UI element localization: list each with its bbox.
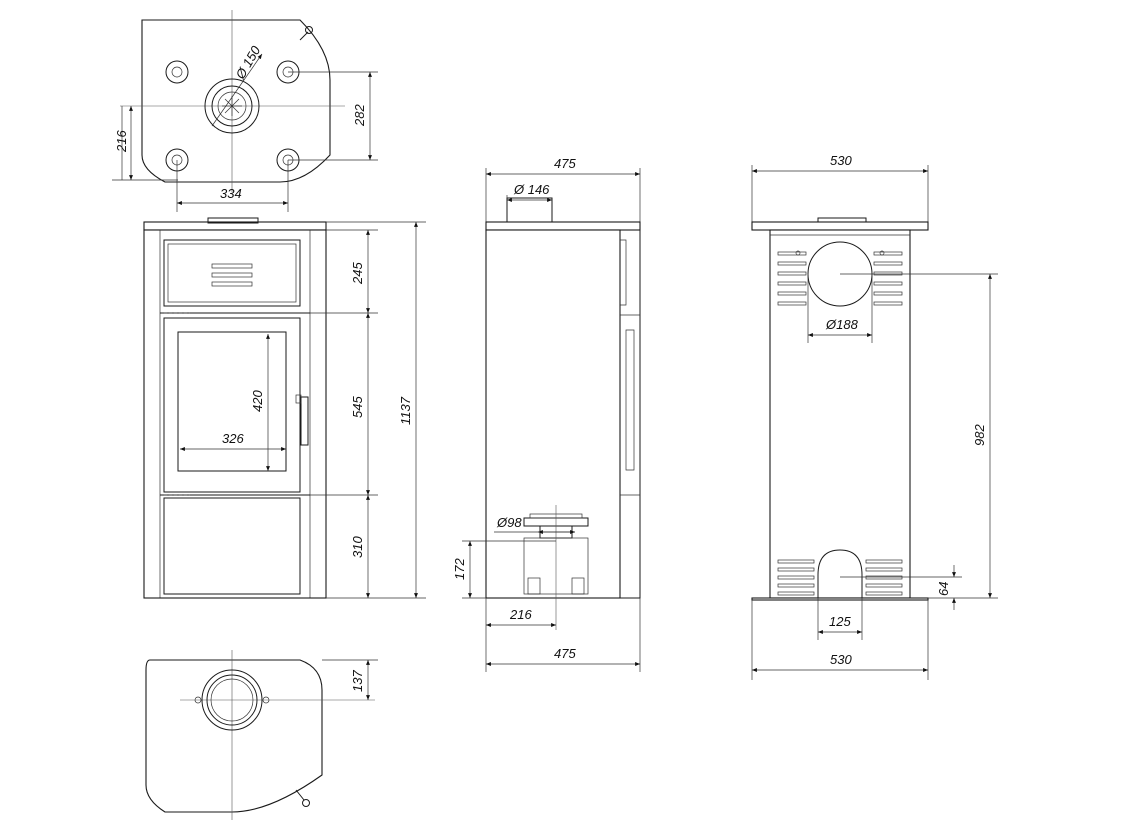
drawer-slot [211, 272, 253, 278]
dim-146-label: Ø 146 [513, 182, 550, 197]
bolt-hole [165, 60, 189, 84]
dim-245-label: 245 [350, 262, 365, 285]
dim-188-label: Ø188 [825, 317, 859, 332]
air-inlet-collar [194, 669, 270, 731]
dim-64-label: 64 [936, 582, 951, 596]
stove-side-body [485, 229, 621, 599]
dim-282-label: 282 [352, 104, 367, 127]
rear-air-inlet [817, 549, 863, 598]
upper-vent-right [873, 250, 903, 306]
dim-475-bottom-label: 475 [554, 646, 576, 661]
upper-vent-left [777, 250, 807, 306]
dim-125-label: 125 [829, 614, 851, 629]
dim-420-label: 420 [250, 390, 265, 412]
top-plate [485, 221, 641, 231]
flue-diameter-leader [211, 53, 263, 127]
drawer-profile [620, 239, 627, 306]
adjuster-knob [299, 26, 313, 41]
handle-hinge [295, 394, 302, 404]
dim-310-label: 310 [350, 536, 365, 558]
top-view: Ø 150 216 282 334 [112, 10, 378, 212]
front-profile [620, 229, 641, 599]
drawer-slot [211, 281, 253, 287]
base-panel [163, 497, 301, 595]
top-drawer [163, 239, 301, 307]
top-plate [751, 221, 929, 231]
front-view: 420 326 245 545 310 1137 [143, 217, 426, 599]
side-view: 475 Ø 146 Ø98 172 [452, 156, 641, 672]
dim-1137-label: 1137 [398, 396, 413, 425]
stove-body [143, 229, 327, 599]
top-drawer-inner [167, 243, 297, 303]
adjuster-knob [295, 789, 310, 807]
flue-collar [204, 78, 260, 134]
lower-vent-left [777, 559, 815, 596]
dim-982-label: 982 [972, 424, 987, 446]
fire-door [163, 317, 301, 493]
rear-panel [769, 229, 911, 599]
dim-137-label: 137 [350, 670, 365, 692]
dim-475-top-label: 475 [554, 156, 576, 171]
dim-216-label: 216 [114, 130, 129, 153]
dim-326-label: 326 [222, 431, 244, 446]
dim-530-top-label: 530 [830, 153, 852, 168]
bottom-plate-outline [145, 659, 323, 813]
air-inlet [523, 505, 589, 630]
lower-vent-right [865, 559, 903, 596]
base-plate [751, 597, 929, 601]
top-plate-outline [141, 19, 331, 183]
dim-172-label: 172 [452, 558, 467, 580]
door-profile [625, 329, 635, 471]
dim-98-label: Ø98 [496, 515, 522, 530]
dim-216-side-label: 216 [509, 607, 532, 622]
door-glass [177, 331, 287, 472]
door-handle [300, 396, 309, 446]
dim-334-label: 334 [220, 186, 242, 201]
bottom-view: 137 [145, 650, 378, 820]
dim-530-bottom-label: 530 [830, 652, 852, 667]
flue-stub [506, 197, 553, 223]
dim-545-label: 545 [350, 396, 365, 418]
rear-view: 530 Ø188 [751, 153, 998, 680]
flue-stub [207, 217, 259, 224]
drawer-slot [211, 263, 253, 269]
